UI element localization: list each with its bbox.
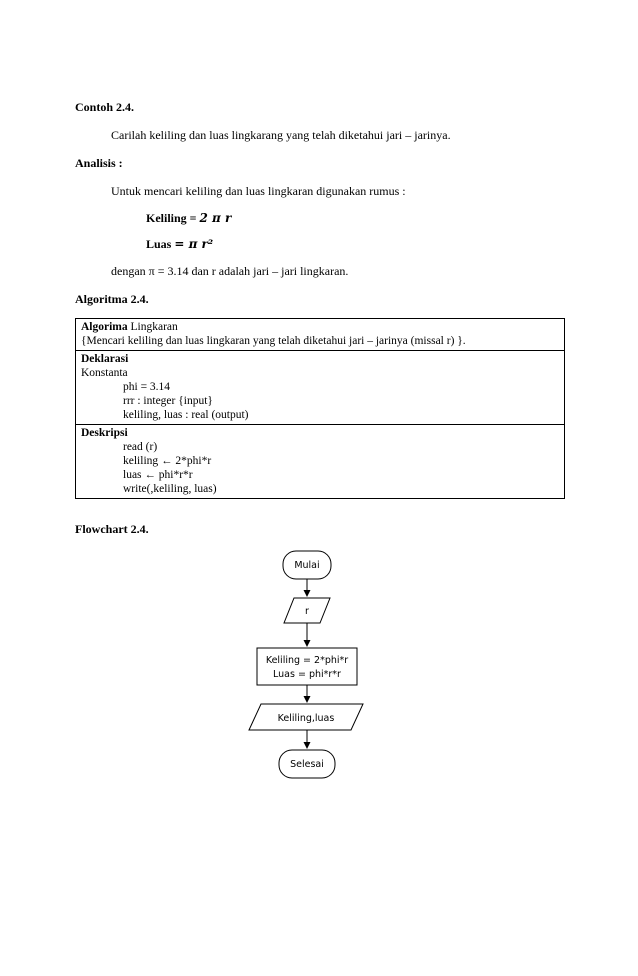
algorithm-header-section: Algorima Lingkaran {Mencari keliling dan… bbox=[76, 319, 564, 351]
algoritma-heading: Algoritma 2.4. bbox=[75, 292, 149, 306]
deskripsi-line: write(,keliling, luas) bbox=[123, 483, 217, 495]
formula-luas: Luas = π r² bbox=[146, 237, 213, 252]
deskripsi-section: Deskripsi read (r) keliling ← 2*phi*r lu… bbox=[76, 425, 564, 498]
algorithm-keyword: Algorima bbox=[81, 321, 128, 333]
analisis-intro: Untuk mencari keliling dan luas lingkara… bbox=[111, 184, 406, 198]
output-parallelogram bbox=[248, 703, 364, 731]
formula-keliling-expr: 2 π r bbox=[199, 211, 232, 225]
input-label: r bbox=[305, 606, 309, 617]
formula-luas-label: Luas bbox=[146, 237, 172, 251]
deskripsi-line: luas ← phi*r*r bbox=[123, 469, 193, 481]
algorithm-table: Algorima Lingkaran {Mencari keliling dan… bbox=[75, 318, 565, 499]
deklarasi-section: Deklarasi Konstanta phi = 3.14 rrr : int… bbox=[76, 351, 564, 425]
process-line1: Keliling = 2*phi*r bbox=[266, 655, 348, 666]
contoh-heading: Contoh 2.4. bbox=[75, 100, 135, 114]
deklarasi-line: phi = 3.14 bbox=[123, 381, 171, 393]
formula-keliling: Keliling = 2 π r bbox=[146, 211, 231, 226]
end-label: Selesai bbox=[290, 759, 324, 770]
deskripsi-title: Deskripsi bbox=[81, 427, 128, 439]
start-label: Mulai bbox=[294, 560, 319, 571]
deskripsi-line: read (r) bbox=[123, 441, 158, 453]
analisis-heading: Analisis : bbox=[75, 156, 123, 170]
flowchart-heading: Flowchart 2.4. bbox=[75, 522, 149, 536]
formula-keliling-label: Keliling = bbox=[146, 211, 197, 225]
algorithm-name: Lingkaran bbox=[127, 321, 178, 333]
start-terminator bbox=[282, 550, 332, 580]
analisis-note: dengan π = 3.14 dan r adalah jari – jari… bbox=[111, 264, 349, 278]
deklarasi-line: keliling, luas : real (output) bbox=[123, 409, 249, 421]
formula-luas-expr: = π r² bbox=[174, 237, 214, 251]
algorithm-title-line: Algorima Lingkaran bbox=[81, 320, 559, 334]
deklarasi-line: Konstanta bbox=[81, 367, 128, 379]
algorithm-description: {Mencari keliling dan luas lingkaran yan… bbox=[81, 335, 466, 347]
process-line2: Luas = phi*r*r bbox=[273, 669, 341, 680]
input-parallelogram bbox=[283, 597, 331, 624]
deskripsi-line: keliling ← 2*phi*r bbox=[123, 455, 212, 467]
deklarasi-line: rrr : integer {input} bbox=[123, 395, 213, 407]
process-box bbox=[256, 647, 358, 686]
end-terminator bbox=[278, 749, 336, 779]
deklarasi-title: Deklarasi bbox=[81, 353, 129, 365]
contoh-text: Carilah keliling dan luas lingkarang yan… bbox=[111, 128, 451, 142]
output-label: Keliling,luas bbox=[278, 713, 335, 724]
